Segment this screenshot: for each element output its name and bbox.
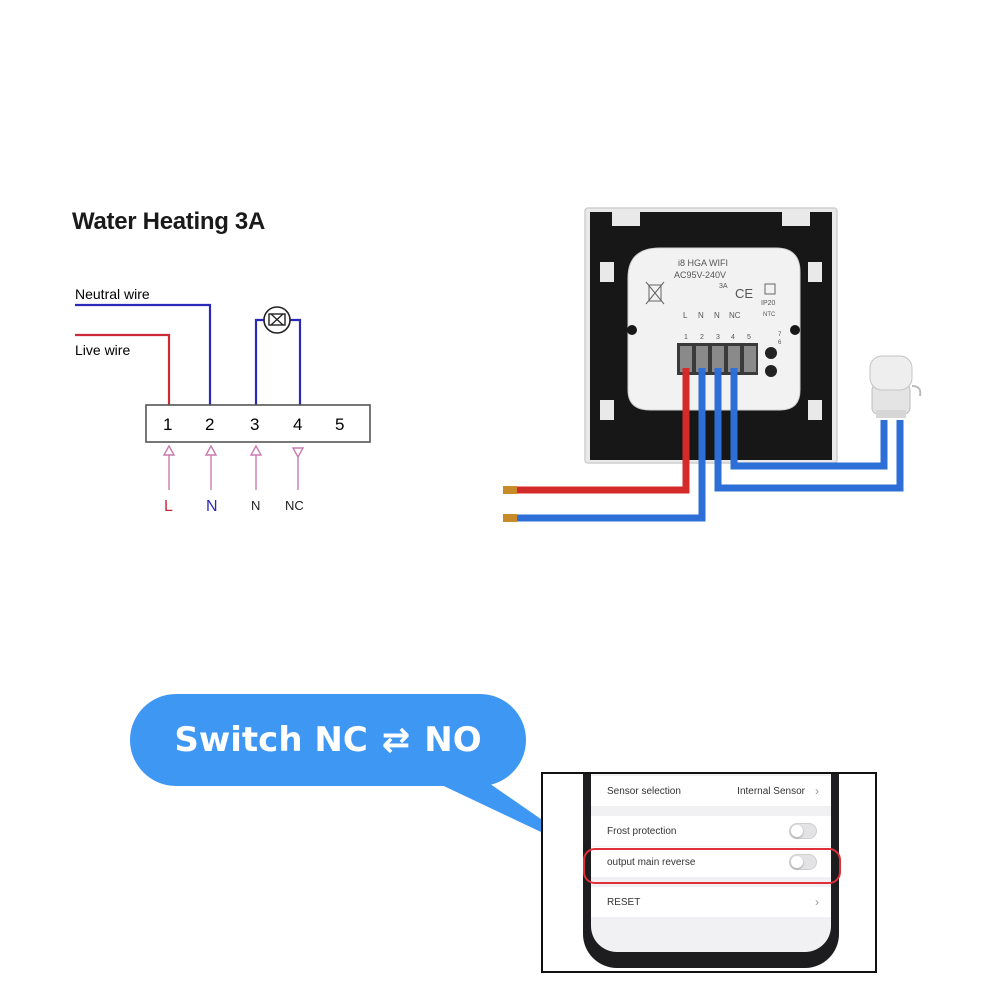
- dev-letter-n1: N: [698, 311, 704, 320]
- device-current: 3A: [719, 283, 728, 290]
- terminal-4: 4: [293, 415, 302, 434]
- label-n: N: [206, 498, 218, 515]
- terminal-1: 1: [163, 415, 172, 434]
- label-n2: N: [251, 498, 260, 513]
- output-main-reverse-label: output main reverse: [607, 856, 696, 868]
- device-voltage: AC95V-240V: [674, 270, 726, 280]
- output-main-reverse-toggle[interactable]: [789, 854, 817, 870]
- dev-num-2: 2: [700, 334, 704, 341]
- swap-arrows-icon: ⇄: [381, 720, 411, 760]
- ip-rating: IP20: [761, 300, 776, 307]
- dev-num-4: 4: [731, 334, 735, 341]
- label-l: L: [164, 498, 173, 515]
- settings-row-sensor-selection[interactable]: Sensor selection Internal Sensor ›: [591, 776, 831, 806]
- terminal-3: 3: [250, 415, 259, 434]
- terminal-2: 2: [205, 415, 214, 434]
- dev-letter-l: L: [683, 311, 688, 320]
- terminal-block: [145, 404, 371, 443]
- schematic: Neutral wire Live wire 1 2 3 4 5 L N N N…: [75, 286, 371, 515]
- callout-nc: Switch NC: [174, 720, 368, 760]
- settings-row-reset[interactable]: RESET ›: [591, 887, 831, 917]
- callout-text: Switch NC ⇄ NO: [130, 694, 526, 786]
- app-screenshot-frame: Sensor selection Internal Sensor › Frost…: [541, 772, 877, 973]
- double-insulation-icon: [764, 283, 776, 295]
- settings-row-output-main-reverse: output main reverse: [591, 847, 831, 877]
- ce-mark: CE: [735, 286, 753, 301]
- device-model: i8 HGA WIFI: [678, 258, 728, 268]
- phone-body: Sensor selection Internal Sensor › Frost…: [583, 774, 839, 968]
- reset-label: RESET: [607, 896, 641, 908]
- weee-bin-icon: [645, 281, 665, 305]
- sensor-selection-label: Sensor selection: [607, 785, 681, 797]
- callout-no: NO: [424, 720, 482, 760]
- live-wire-label: Live wire: [75, 342, 130, 358]
- sensor-selection-value: Internal Sensor: [737, 785, 805, 797]
- label-nc: NC: [285, 498, 304, 513]
- dev-num-5: 5: [747, 334, 751, 341]
- small-number-7: 7: [778, 332, 782, 338]
- settings-row-frost-protection: Frost protection: [591, 816, 831, 846]
- phone-screen: Sensor selection Internal Sensor › Frost…: [591, 774, 831, 952]
- valve-actuator-image: [869, 355, 922, 418]
- terminal-5: 5: [335, 415, 344, 434]
- chevron-right-icon: ›: [815, 784, 819, 798]
- frost-protection-label: Frost protection: [607, 825, 677, 837]
- terminal-arrows: [162, 444, 305, 490]
- thermostat-back-image: i8 HGA WIFI AC95V-240V 3A CE IP20 NTC 7 …: [503, 207, 922, 522]
- valve-actuator-icon: [263, 306, 291, 334]
- neutral-wire-label: Neutral wire: [75, 286, 150, 302]
- dev-letter-nc: NC: [729, 311, 741, 320]
- highlight-outline: [583, 848, 841, 884]
- dev-letter-n2: N: [714, 311, 720, 320]
- dev-num-1: 1: [684, 334, 688, 341]
- neutral-wire: [75, 303, 212, 405]
- diagram-title: Water Heating 3A: [72, 208, 266, 235]
- frost-protection-toggle[interactable]: [789, 823, 817, 839]
- live-wire: [75, 333, 171, 405]
- ntc-label: NTC: [763, 312, 776, 318]
- callout-bubble: Switch NC ⇄ NO: [130, 694, 526, 786]
- small-number-6: 6: [778, 340, 782, 346]
- chevron-right-icon: ›: [815, 895, 819, 909]
- dev-num-3: 3: [716, 334, 720, 341]
